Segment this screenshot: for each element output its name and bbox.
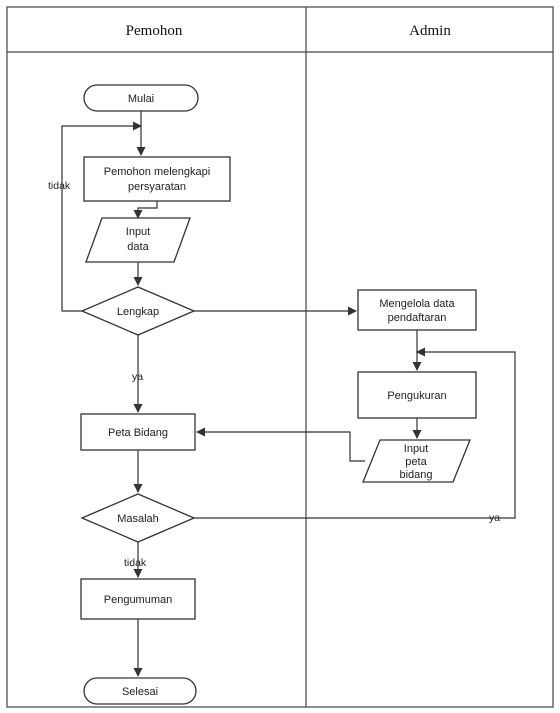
node-selesai-label: Selesai	[122, 686, 158, 698]
swimlane-frame	[6, 6, 554, 708]
node-input-peta-bidang: Input peta bidang	[362, 439, 471, 483]
edge-masalah-ya-loop	[194, 347, 516, 519]
node-peta-bidang-label: Peta Bidang	[108, 427, 168, 439]
input-parallelogram	[362, 439, 471, 483]
edge-melengkapi-to-input	[133, 201, 158, 219]
node-input-peta-line2: peta	[405, 456, 427, 468]
edge-input-peta-to-peta-bidang	[196, 427, 365, 462]
lane-title-pemohon: Pemohon	[126, 23, 183, 39]
node-lengkap-decision: Lengkap	[80, 286, 196, 336]
node-mengelola-label-line2: pendaftaran	[388, 312, 447, 324]
edge-label-ya-masalah: ya	[489, 512, 500, 524]
node-input-peta-line3: bidang	[399, 469, 432, 481]
node-pengumuman-label: Pengumuman	[104, 594, 173, 606]
node-input-peta-line1: Input	[404, 443, 428, 455]
terminator-shape	[83, 677, 197, 705]
lane-title-admin: Admin	[409, 23, 451, 39]
process-shape	[357, 371, 477, 419]
node-pengukuran-label: Pengukuran	[387, 390, 446, 402]
node-mulai: Mulai	[83, 84, 199, 112]
edge-label-ya-lengkap: ya	[132, 371, 143, 383]
node-peta-bidang: Peta Bidang	[80, 413, 196, 451]
node-masalah-decision: Masalah	[80, 493, 196, 543]
node-mengelola-label-line1: Mengelola data	[379, 298, 455, 310]
edge-lengkap-tidak-loop	[61, 121, 142, 312]
node-pengumuman: Pengumuman	[80, 578, 196, 620]
node-lengkap-label: Lengkap	[117, 306, 159, 318]
node-mulai-label: Mulai	[128, 93, 154, 105]
process-shape	[83, 156, 231, 202]
process-shape	[80, 413, 196, 451]
node-selesai: Selesai	[83, 677, 197, 705]
process-shape	[357, 289, 477, 331]
node-input-data-line1: Input	[126, 226, 150, 238]
edge-label-tidak-masalah: tidak	[124, 557, 147, 569]
node-melengkapi-label-line1: Pemohon melengkapi	[104, 166, 210, 178]
node-pengukuran: Pengukuran	[357, 371, 477, 419]
node-melengkapi-label-line2: persyaratan	[128, 181, 186, 193]
node-melengkapi-persyaratan: Pemohon melengkapi persyaratan	[83, 156, 231, 202]
node-mengelola-data: Mengelola data pendaftaran	[357, 289, 477, 331]
node-input-data-line2: data	[127, 241, 149, 253]
input-parallelogram	[85, 217, 191, 263]
edge-label-tidak-lengkap: tidak	[48, 180, 71, 192]
node-masalah-label: Masalah	[117, 513, 159, 525]
node-input-data: Input data	[85, 217, 191, 263]
